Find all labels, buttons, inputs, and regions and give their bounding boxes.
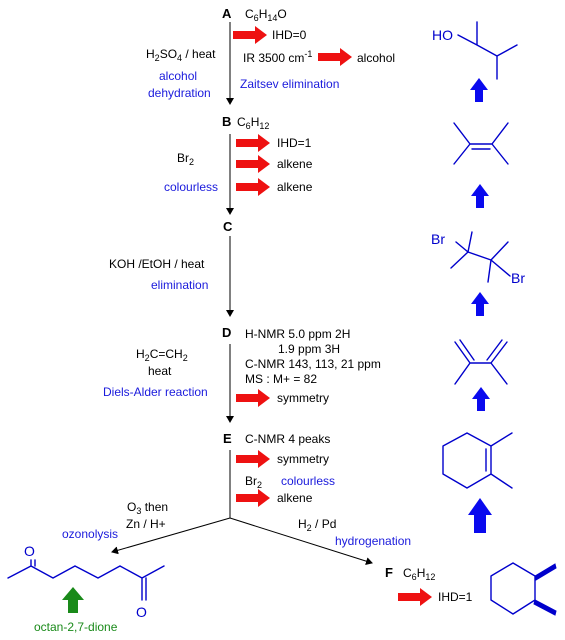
- result-alkene-2: alkene: [277, 180, 313, 194]
- red-arrow-icon: [398, 588, 432, 606]
- arrow-e-to-f: [229, 517, 373, 566]
- red-arrow-icon: [236, 389, 270, 407]
- reagent-ozone: O3 then: [127, 500, 168, 516]
- structure-f: [490, 562, 557, 616]
- structure-dione: O O: [7, 543, 165, 620]
- bromine-label-1: Br: [431, 231, 445, 247]
- result-symmetry-d: symmetry: [277, 391, 329, 405]
- hydroxyl-label: HO: [432, 27, 453, 43]
- hydrogenation-label: hydrogenation: [335, 534, 411, 548]
- reagent-br2-e: Br2: [245, 474, 262, 490]
- heat-label: heat: [148, 364, 172, 378]
- structure-c: Br Br: [431, 231, 525, 286]
- compound-e-label: E: [223, 431, 232, 446]
- reagent-ethene: H2C=CH2: [136, 347, 188, 363]
- result-symmetry-e: symmetry: [277, 452, 329, 466]
- red-arrow-icon: [236, 489, 270, 507]
- compound-a-formula: C6H14O: [245, 7, 287, 23]
- reagent-zn: Zn / H+: [126, 517, 166, 531]
- ir-result: alcohol: [357, 51, 395, 65]
- zaitsev-label: Zaitsev elimination: [240, 77, 339, 91]
- compound-f-formula: C6H12: [403, 566, 435, 582]
- result-alkene-1: alkene: [277, 157, 313, 171]
- dione-name: octan-2,7-dione: [34, 620, 118, 634]
- ms-d: MS : M+ = 82: [245, 372, 317, 386]
- reagent-koh: KOH /EtOH / heat: [109, 257, 205, 271]
- structure-e: [442, 432, 513, 489]
- reagent-h2-pd: H2 / Pd: [298, 517, 336, 533]
- ozonolysis-label: ozonolysis: [62, 527, 118, 541]
- compound-b-label: B: [222, 114, 231, 129]
- compound-c-label: C: [223, 219, 233, 234]
- dehydration-label-1: alcohol: [159, 69, 197, 83]
- cnmr-e: C-NMR 4 peaks: [245, 432, 330, 446]
- diels-alder-label: Diels-Alder reaction: [103, 385, 208, 399]
- compound-f-label: F: [385, 565, 393, 580]
- blue-up-arrow-icon: [471, 184, 489, 208]
- bromine-label-2: Br: [511, 270, 525, 286]
- blue-up-arrow-icon: [468, 498, 492, 533]
- blue-up-arrow-icon: [472, 387, 490, 411]
- red-arrow-icon: [236, 450, 270, 468]
- reagent-h2so4: H2SO4 / heat: [146, 47, 216, 63]
- red-arrow-icon: [318, 48, 352, 66]
- carbonyl-oxygen-2: O: [136, 604, 147, 620]
- red-arrow-icon: [233, 26, 267, 44]
- red-arrow-icon: [236, 134, 270, 152]
- compound-a-label: A: [222, 6, 232, 21]
- elimination-label: elimination: [151, 278, 208, 292]
- ihd-f: IHD=1: [438, 590, 473, 604]
- compound-b-formula: C6H12: [237, 115, 269, 131]
- reagent-br2: Br2: [177, 151, 194, 167]
- structure-b: [453, 122, 509, 165]
- ir-reading: IR 3500 cm-1: [243, 49, 312, 65]
- red-arrow-icon: [236, 178, 270, 196]
- hnmr-line-2: 1.9 ppm 3H: [278, 342, 340, 356]
- carbonyl-oxygen-1: O: [24, 543, 35, 559]
- arrow-e-to-dione: [111, 517, 231, 555]
- result-alkene-e: alkene: [277, 491, 313, 505]
- blue-up-arrow-icon: [470, 78, 488, 102]
- hnmr-line-1: H-NMR 5.0 ppm 2H: [245, 327, 350, 341]
- structure-d: [454, 339, 508, 385]
- structure-a: HO: [432, 21, 518, 80]
- cnmr-d: C-NMR 143, 113, 21 ppm: [245, 357, 381, 371]
- dehydration-label-2: dehydration: [148, 86, 211, 100]
- colourless-e-label: colourless: [281, 474, 335, 488]
- green-up-arrow-icon: [62, 587, 84, 613]
- red-arrow-icon: [236, 155, 270, 173]
- ihd-a: IHD=0: [272, 28, 307, 42]
- ihd-b: IHD=1: [277, 136, 312, 150]
- blue-up-arrow-icon: [471, 292, 489, 316]
- colourless-label: colourless: [164, 180, 218, 194]
- compound-d-label: D: [222, 325, 231, 340]
